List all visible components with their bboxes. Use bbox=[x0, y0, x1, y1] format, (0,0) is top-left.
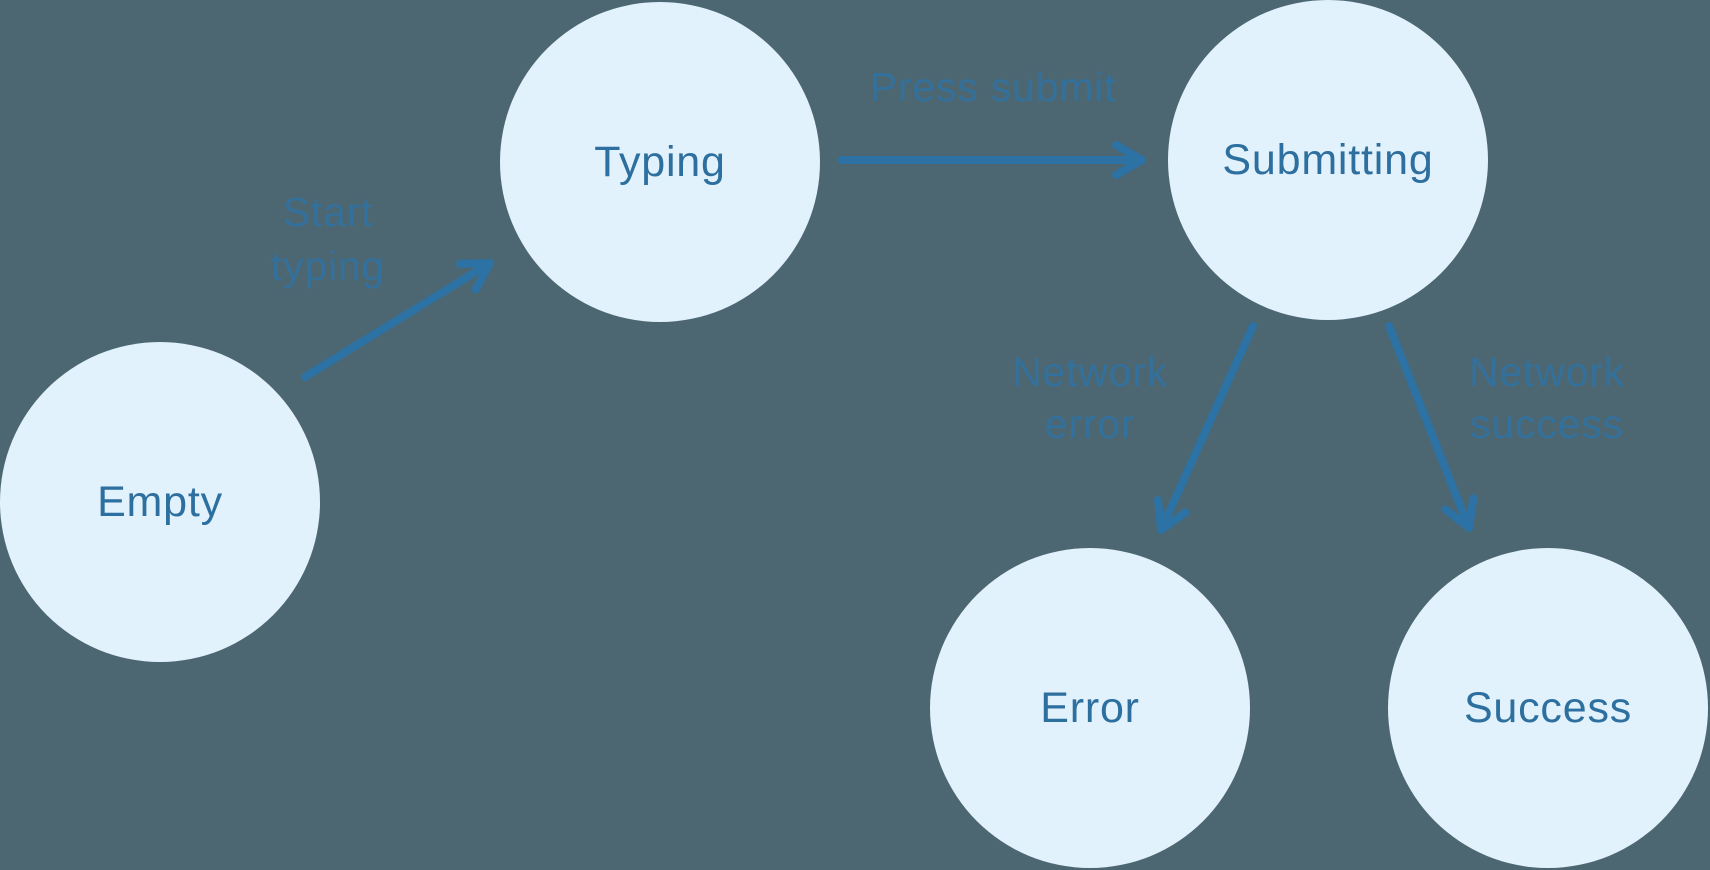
state-node-label: Empty bbox=[97, 477, 223, 526]
state-node-error: Error bbox=[930, 548, 1250, 868]
edge-label-start-typing: Start typing bbox=[218, 185, 438, 293]
state-node-submitting: Submitting bbox=[1168, 0, 1488, 320]
edge-label-line: Start bbox=[282, 189, 374, 235]
edge-label-line: Network bbox=[1012, 349, 1168, 395]
edge-label-line: success bbox=[1470, 401, 1624, 447]
state-node-label: Submitting bbox=[1222, 135, 1434, 184]
state-node-label: Error bbox=[1040, 683, 1140, 732]
edge-label-line: Press submit bbox=[869, 64, 1117, 110]
edge-label-network-error: Network error bbox=[980, 346, 1200, 450]
state-node-success: Success bbox=[1388, 548, 1708, 868]
edge-label-line: Network bbox=[1469, 349, 1625, 395]
edge-label-line: typing bbox=[270, 243, 386, 289]
state-node-typing: Typing bbox=[500, 2, 820, 322]
edge-label-press-submit: Press submit bbox=[843, 60, 1143, 114]
edge-label-line: error bbox=[1044, 401, 1136, 447]
state-node-label: Typing bbox=[594, 137, 726, 186]
state-node-label: Success bbox=[1463, 683, 1633, 732]
state-node-empty: Empty bbox=[0, 342, 320, 662]
edge-label-network-success: Network success bbox=[1437, 346, 1657, 450]
